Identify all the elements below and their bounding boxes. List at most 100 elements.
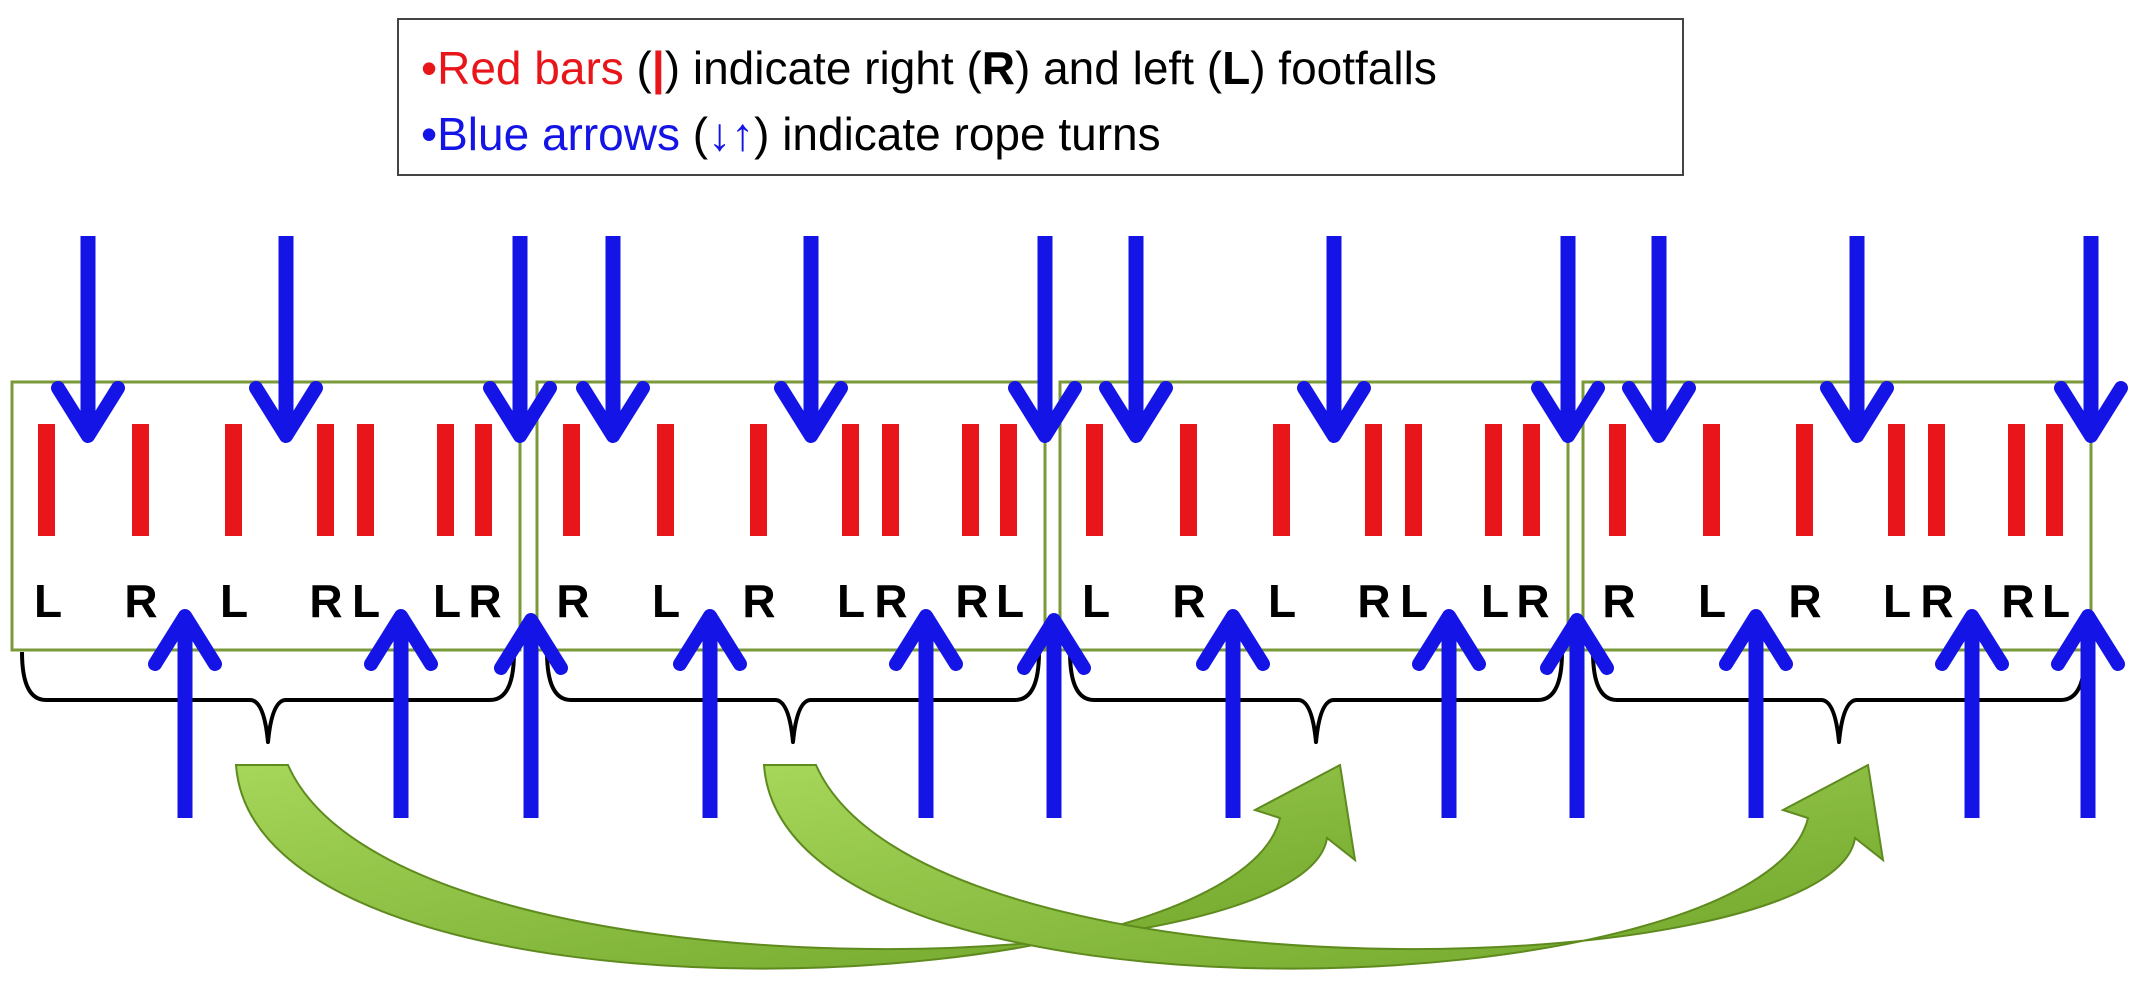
- up-arrow-icon: [1935, 609, 2009, 818]
- up-arrow-icon: [1196, 609, 1270, 818]
- up-arrow-icon: [364, 609, 438, 818]
- footfall-label: R: [1172, 575, 1205, 627]
- arrow-head: [483, 381, 557, 443]
- arrow-head: [673, 609, 747, 671]
- arrow-head: [494, 613, 568, 675]
- footfall-bar: [2008, 424, 2025, 536]
- arrow-symbols-icon: ↓↑: [708, 108, 755, 160]
- footfall-bar: [1888, 424, 1905, 536]
- up-arrow-icon: [889, 609, 963, 818]
- footfall-label: R: [468, 575, 501, 627]
- footfall-label: L: [1400, 575, 1428, 627]
- arrow-head: [576, 381, 650, 443]
- footfall-bar: [1609, 424, 1626, 536]
- footfall-bar: [475, 424, 492, 536]
- segment-brace: [1591, 651, 2087, 744]
- legend-open-paren: (: [623, 42, 652, 94]
- footfall-label: L: [1268, 575, 1296, 627]
- segment-brace: [20, 651, 516, 744]
- footfall-bar: [1000, 424, 1017, 536]
- legend-text: ) indicate right (: [664, 42, 982, 94]
- down-arrow-icon: [1008, 236, 1082, 443]
- footfall-bar: [842, 424, 859, 536]
- footfall-bar: [962, 424, 979, 536]
- curved-arrow-body: [762, 763, 1885, 970]
- arrow-head: [2051, 609, 2125, 671]
- arrow-head: [1099, 381, 1173, 443]
- arrow-head: [1622, 381, 1696, 443]
- arrow-head: [889, 609, 963, 671]
- footfall-label: R: [1920, 575, 1953, 627]
- rope-turn-arrows-layer: [51, 236, 2128, 818]
- legend-text: ) and left (: [1015, 42, 1223, 94]
- legend-text: ) indicate rope turns: [754, 108, 1161, 160]
- arrow-head: [774, 381, 848, 443]
- footfall-bar: [1796, 424, 1813, 536]
- legend-box: •Red bars (|) indicate right (R) and lef…: [397, 18, 1684, 176]
- up-arrow-icon: [1412, 609, 1486, 818]
- arrow-head: [1531, 381, 1605, 443]
- footfall-label: L: [2042, 575, 2070, 627]
- footfall-label: L: [996, 575, 1024, 627]
- braces-layer: [20, 651, 2087, 744]
- footfall-label: R: [2001, 575, 2034, 627]
- up-arrow-icon: [1719, 609, 1793, 818]
- curved-arrow-body: [234, 763, 1357, 970]
- footfall-bar: [225, 424, 242, 536]
- footfall-label: L: [1698, 575, 1726, 627]
- legend-footfalls: •Red bars (|) indicate right (R) and lef…: [421, 40, 1437, 96]
- footfall-bar: [1273, 424, 1290, 536]
- footfall-bar: [657, 424, 674, 536]
- curved-arrow-icon: [234, 763, 1357, 970]
- legend-text: ) footfalls: [1250, 42, 1437, 94]
- down-arrow-icon: [1622, 236, 1696, 443]
- down-arrow-icon: [1531, 236, 1605, 443]
- footfall-label: R: [955, 575, 988, 627]
- up-arrow-icon: [2051, 609, 2125, 818]
- arrow-head: [364, 609, 438, 671]
- up-arrow-icon: [148, 609, 222, 818]
- footfall-bar: [1086, 424, 1103, 536]
- legend-term-blue-arrows: Blue arrows: [437, 108, 680, 160]
- legend-bullet: •: [421, 108, 438, 160]
- up-arrow-icon: [1540, 613, 1614, 818]
- footfall-label: R: [124, 575, 157, 627]
- down-arrow-icon: [249, 236, 323, 443]
- arrow-head: [1008, 381, 1082, 443]
- footfall-bar: [750, 424, 767, 536]
- down-arrow-icon: [1099, 236, 1173, 443]
- legend-open-paren: (: [679, 108, 709, 160]
- footfall-bar: [1405, 424, 1422, 536]
- footfall-bar: [882, 424, 899, 536]
- footfall-bar: [132, 424, 149, 536]
- down-arrow-icon: [1820, 236, 1894, 443]
- footfall-bar: [1365, 424, 1382, 536]
- segment-box: [10, 380, 522, 652]
- footfall-label: R: [556, 575, 589, 627]
- footfall-label: L: [352, 575, 380, 627]
- footfall-label: R: [309, 575, 342, 627]
- footfall-label: R: [1602, 575, 1635, 627]
- segment-box: [1058, 380, 1570, 652]
- footfall-label: L: [1481, 575, 1509, 627]
- legend-right-key: R: [981, 42, 1015, 94]
- segment-brace: [545, 651, 1041, 744]
- down-arrow-icon: [483, 236, 557, 443]
- footfall-bar: [1928, 424, 1945, 536]
- footfall-label: L: [652, 575, 680, 627]
- red-bar-symbol: |: [651, 42, 665, 94]
- legend-left-key: L: [1222, 42, 1251, 94]
- down-arrow-icon: [1297, 236, 1371, 443]
- arrow-head: [1935, 609, 2009, 671]
- legend-term-red-bars: Red bars: [437, 42, 624, 94]
- curved-arrow-icon: [762, 763, 1885, 970]
- up-arrow-icon: [673, 609, 747, 818]
- down-arrow-icon: [2054, 236, 2128, 443]
- footfall-bar: [357, 424, 374, 536]
- footfall-bar: [437, 424, 454, 536]
- arrow-head: [148, 609, 222, 671]
- footfall-label: L: [1883, 575, 1911, 627]
- footfall-label: L: [220, 575, 248, 627]
